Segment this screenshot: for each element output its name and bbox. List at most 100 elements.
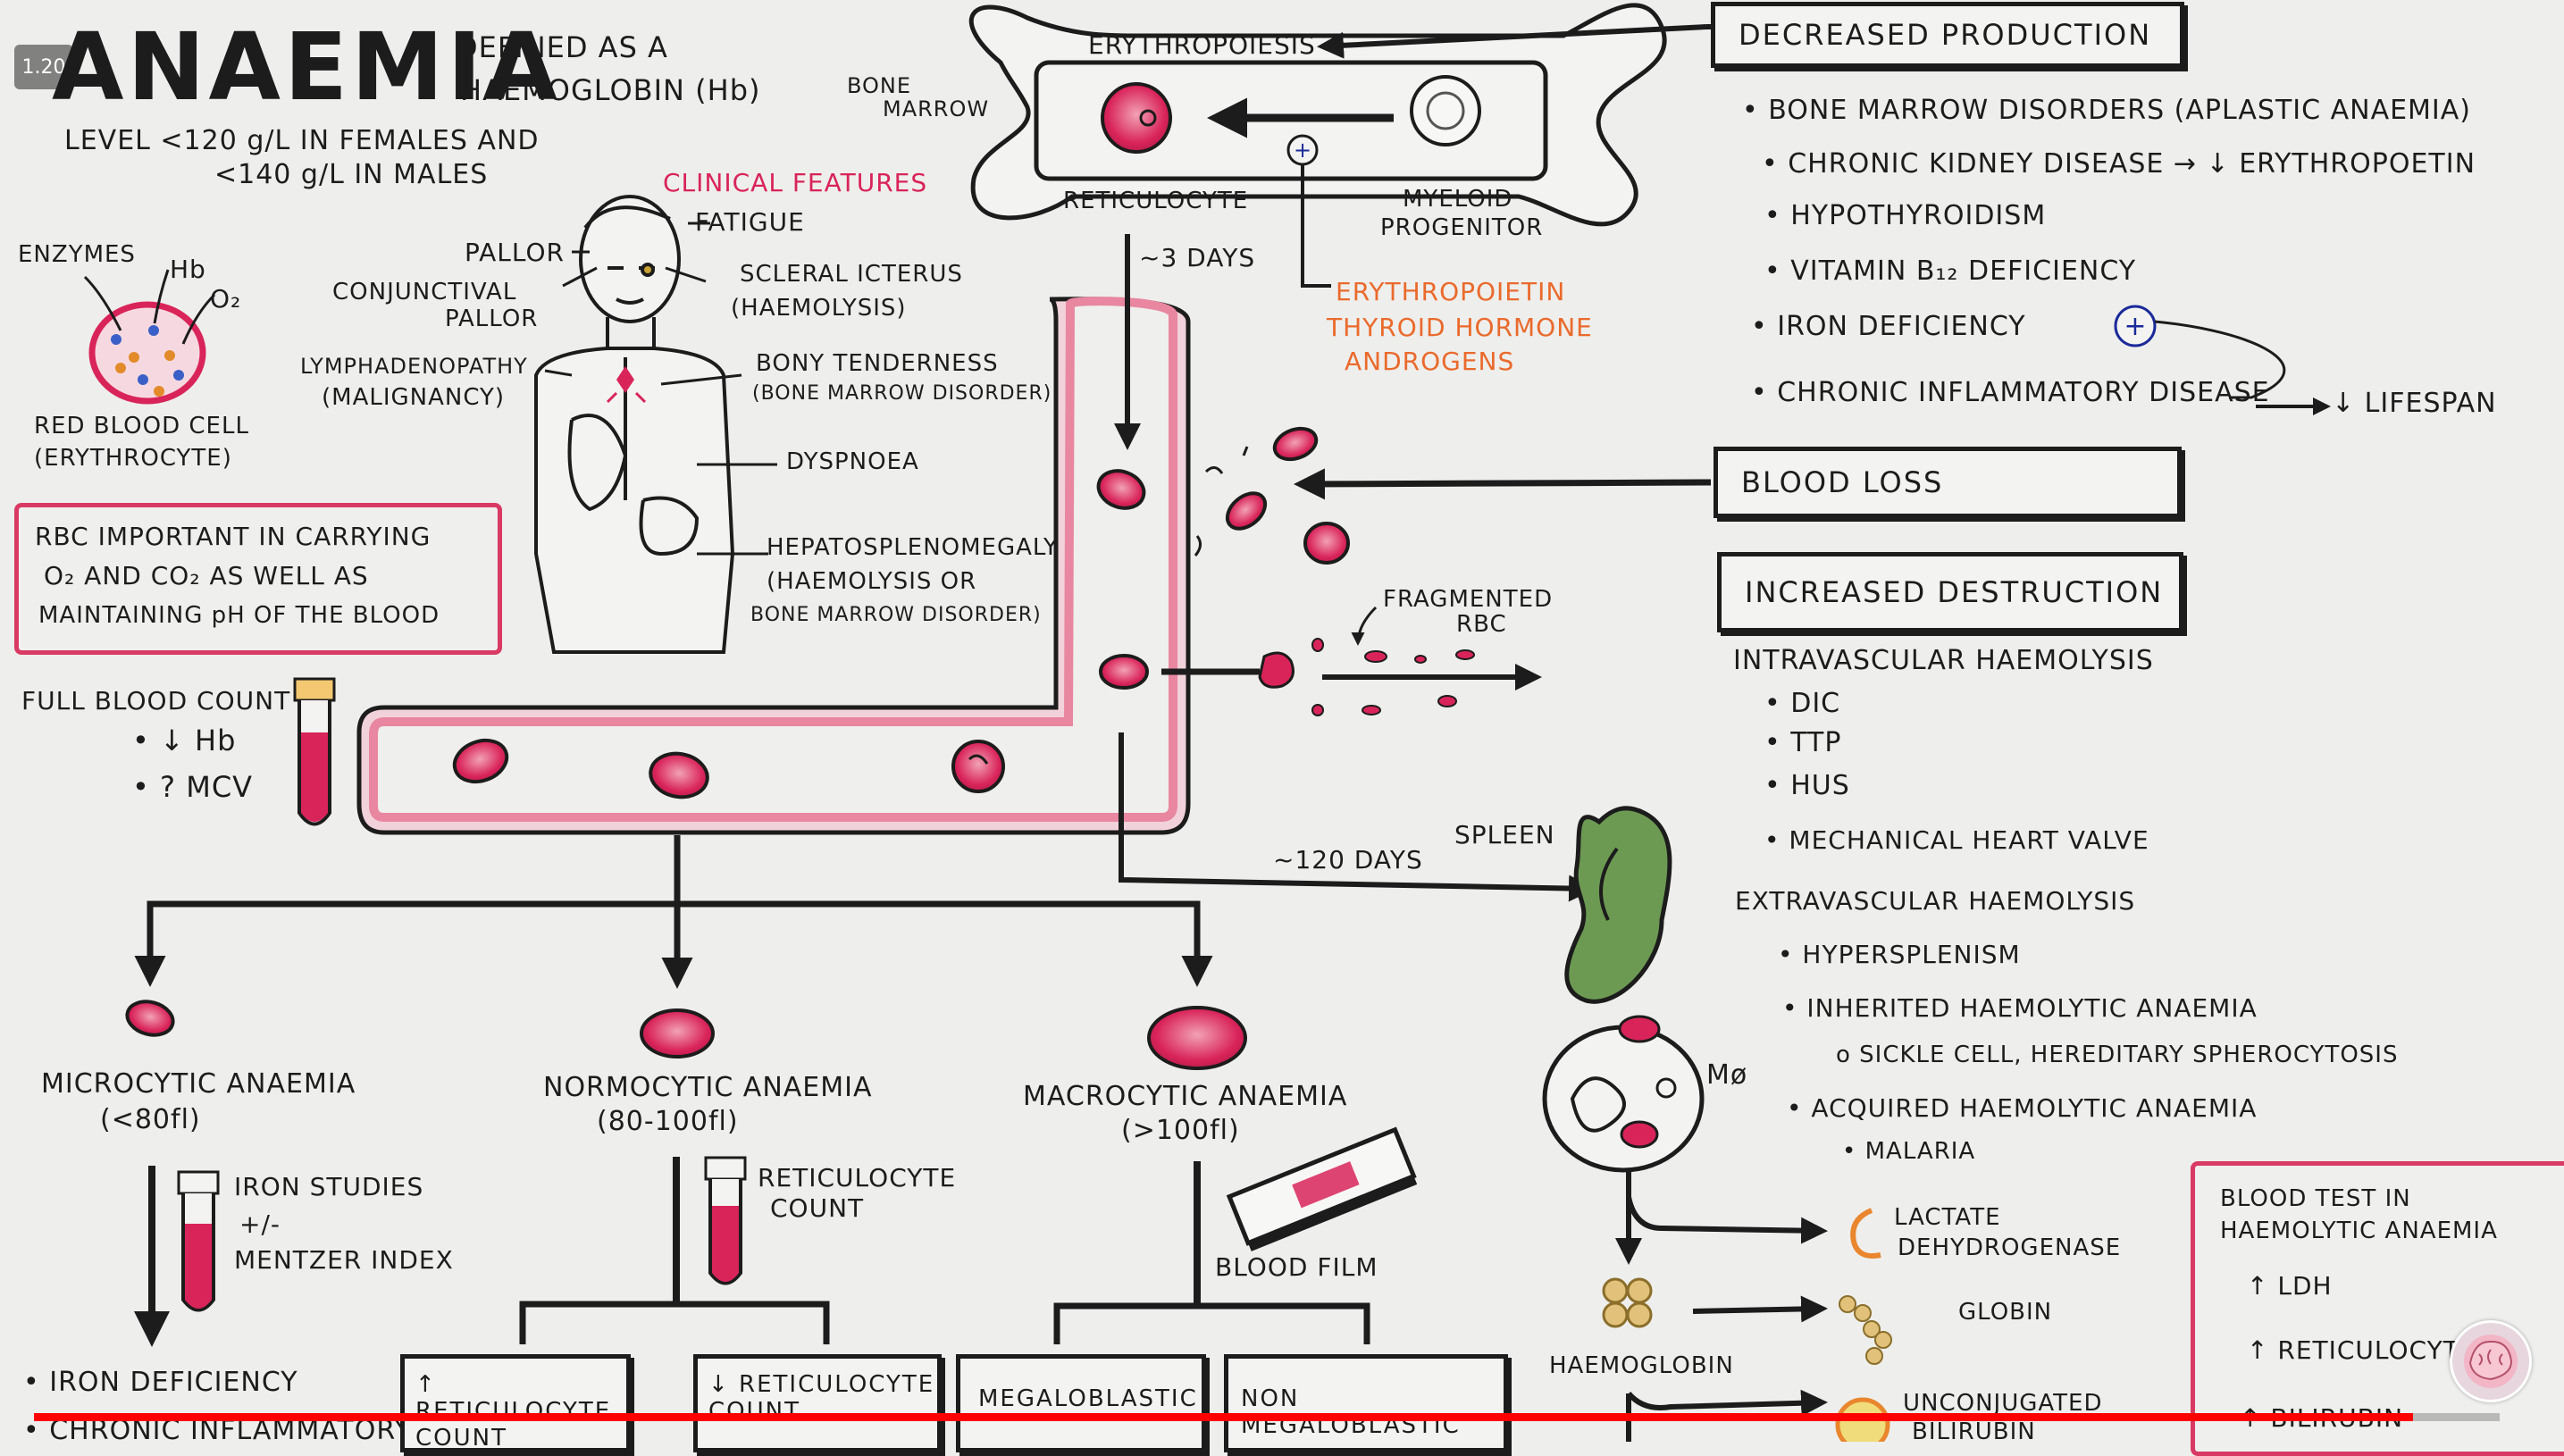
- o2-label: O₂: [210, 284, 242, 314]
- bony-label-1: BONY TENDERNESS: [756, 350, 999, 377]
- 120-days-label: ~120 DAYS: [1273, 845, 1423, 874]
- fragmented-label-1: FRAGMENTED: [1383, 586, 1554, 613]
- haemoglobin-molecule: [1602, 1277, 1653, 1328]
- title-defined-as: DEFINED AS A: [456, 30, 668, 64]
- extravascular-title: EXTRAVASCULAR HAEMOLYSIS: [1735, 886, 2136, 916]
- svg-text:+: +: [2124, 311, 2146, 342]
- title-level-line2: <140 g/L IN MALES: [214, 159, 489, 190]
- lymph-label-1: LYMPHADENOPATHY: [300, 354, 528, 379]
- blood-test-title-1: BLOOD TEST IN: [2220, 1185, 2411, 1212]
- intra-item-dic: • DIC: [1764, 688, 1841, 719]
- microcytic-label-2: (<80fl): [100, 1104, 201, 1135]
- bone-marrow-label-2: MARROW: [883, 96, 990, 121]
- blood-test-retic: ↑ RETICULOCYTE: [2247, 1335, 2476, 1365]
- video-progress-fill: [34, 1413, 2414, 1421]
- icterus-label-1: SCLERAL ICTERUS: [740, 261, 963, 288]
- up-retic-label: ↑ RETICULOCYTE COUNT: [415, 1371, 612, 1452]
- decreased-item-6: • CHRONIC INFLAMMATORY DISEASE: [1751, 377, 2270, 408]
- blood-loss-box: BLOOD LOSS: [1714, 447, 2182, 518]
- vessel-rbcs: [452, 469, 1149, 799]
- iron-studies-label-1: IRON STUDIES: [234, 1172, 424, 1201]
- globin-label: GLOBIN: [1958, 1299, 2053, 1326]
- decreased-production-box: DECREASED PRODUCTION: [1711, 2, 2184, 68]
- myeloid-label-2: PROGENITOR: [1380, 214, 1544, 241]
- down-retic-box: ↓ RETICULOCYTE COUNT: [693, 1354, 942, 1452]
- rbc-importance-box: RBC IMPORTANT IN CARRYING O₂ AND CO₂ AS …: [14, 503, 502, 655]
- rbc-box-line1: RBC IMPORTANT IN CARRYING: [35, 522, 432, 551]
- rbc-box-line3: MAINTAINING pH OF THE BLOOD: [38, 602, 440, 629]
- epo-label-2: THYROID HORMONE: [1327, 313, 1593, 342]
- rbc-box-line2: O₂ AND CO₂ AS WELL AS: [44, 561, 369, 590]
- extra-item-hypersplenism: • HYPERSPLENISM: [1778, 940, 2021, 969]
- dyspnoea-label: DYSPNOEA: [786, 448, 919, 475]
- player-time-badge[interactable]: 1.20: [14, 45, 73, 89]
- time-badge-label: 1.20: [21, 55, 66, 79]
- patient-illustration: [534, 195, 735, 654]
- blood-test-title-2: HAEMOLYTIC ANAEMIA: [2220, 1218, 2498, 1244]
- test-tube-fbc: [293, 677, 336, 826]
- erythropoiesis-label: ERYTHROPOIESIS: [1088, 30, 1316, 60]
- reticulocyte-cell: [1101, 82, 1172, 154]
- rbc-label-1: RED BLOOD CELL: [34, 413, 249, 439]
- decreased-item-2: • CHRONIC KIDNEY DISEASE → ↓ ERYTHROPOET…: [1762, 148, 2476, 180]
- microcytic-rbc: [125, 1000, 175, 1037]
- intra-item-hus: • HUS: [1764, 770, 1850, 801]
- hepato-label-3: BONE MARROW DISORDER): [750, 604, 1042, 626]
- haemoglobin-label: HAEMOGLOBIN: [1549, 1352, 1734, 1379]
- decreased-item-5: • IRON DEFICIENCY: [1751, 311, 2026, 342]
- test-tube-iron: [177, 1170, 220, 1312]
- extra-item-malaria: • MALARIA: [1842, 1138, 1976, 1165]
- hepato-label-1: HEPATOSPLENOMEGALY: [767, 534, 1059, 561]
- test-tube-retic: [704, 1156, 747, 1285]
- normocytic-rbc: [640, 1008, 715, 1059]
- lymph-label-2: (MALIGNANCY): [322, 384, 506, 411]
- megaloblastic-box: MEGALOBLASTIC: [956, 1354, 1206, 1452]
- ldh-label-2: DEHYDROGENASE: [1898, 1234, 2122, 1261]
- blood-film-label: BLOOD FILM: [1215, 1252, 1378, 1282]
- rbc-fragments: [1311, 638, 1475, 716]
- channel-logo-icon[interactable]: [2450, 1320, 2532, 1402]
- fbc-title: FULL BLOOD COUNT: [21, 686, 291, 715]
- epo-label-3: ANDROGENS: [1345, 347, 1515, 376]
- decreased-item-3: • HYPOTHYROIDISM: [1764, 200, 2047, 231]
- globin-chain: [1839, 1295, 1892, 1365]
- decreased-production-title: DECREASED PRODUCTION: [1739, 18, 2152, 52]
- normocytic-label-1: NORMOCYTIC ANAEMIA: [543, 1072, 873, 1103]
- myeloid-progenitor-cell: [1410, 75, 1481, 146]
- title-level-line1: LEVEL <120 g/L IN FEMALES AND: [64, 125, 540, 156]
- bony-label-2: (BONE MARROW DISORDER): [752, 382, 1052, 405]
- microcytic-label-1: MICROCYTIC ANAEMIA: [41, 1068, 356, 1100]
- fbc-item-hb: • ↓ Hb: [132, 724, 237, 757]
- enzymes-label: ENZYMES: [18, 241, 136, 268]
- blood-loss-title: BLOOD LOSS: [1741, 465, 1944, 499]
- spleen-organ: [1564, 806, 1672, 1004]
- normocytic-label-2: (80-100fl): [597, 1106, 739, 1137]
- megaloblastic-label: MEGALOBLASTIC: [978, 1385, 1198, 1412]
- hb-label: Hb: [170, 255, 206, 284]
- increased-destruction-title: INCREASED DESTRUCTION: [1745, 575, 2164, 609]
- title-anaemia: ANAEMIA: [52, 13, 561, 121]
- blood-film-slide: [1226, 1126, 1418, 1251]
- intra-item-valve: • MECHANICAL HEART VALVE: [1764, 825, 2149, 855]
- video-progress-bar[interactable]: [34, 1413, 2500, 1421]
- myeloid-label-1: MYELOID: [1403, 186, 1513, 213]
- decreased-item-4: • VITAMIN B₁₂ DEFICIENCY: [1764, 255, 2137, 287]
- intra-item-ttp: • TTP: [1764, 727, 1842, 758]
- spleen-label: SPLEEN: [1454, 820, 1555, 849]
- pallor-label: PALLOR: [465, 238, 565, 267]
- blood-loss-rbcs: [1225, 426, 1350, 565]
- fragmented-label-2: RBC: [1456, 611, 1507, 638]
- epo-label-1: ERYTHROPOIETIN: [1336, 277, 1566, 306]
- title-haemoglobin: HAEMOGLOBIN (Hb): [460, 73, 761, 107]
- clinical-features-heading: CLINICAL FEATURES: [663, 168, 928, 197]
- iron-studies-label-2: +/-: [239, 1209, 281, 1239]
- retic-count-label-1: RETICULOCYTE: [758, 1163, 957, 1192]
- rbc-label-2: (ERYTHROCYTE): [34, 445, 232, 472]
- fatigue-label: FATIGUE: [695, 207, 805, 237]
- non-megaloblastic-box: NON MEGALOBLASTIC: [1224, 1354, 1508, 1452]
- bilirubin-label: BILIRUBIN: [1912, 1418, 2036, 1445]
- bone-marrow-label-1: BONE: [847, 73, 912, 98]
- ldh-label-1: LACTATE: [1894, 1204, 2001, 1231]
- blood-test-box: BLOOD TEST IN HAEMOLYTIC ANAEMIA ↑ LDH ↑…: [2191, 1161, 2564, 1456]
